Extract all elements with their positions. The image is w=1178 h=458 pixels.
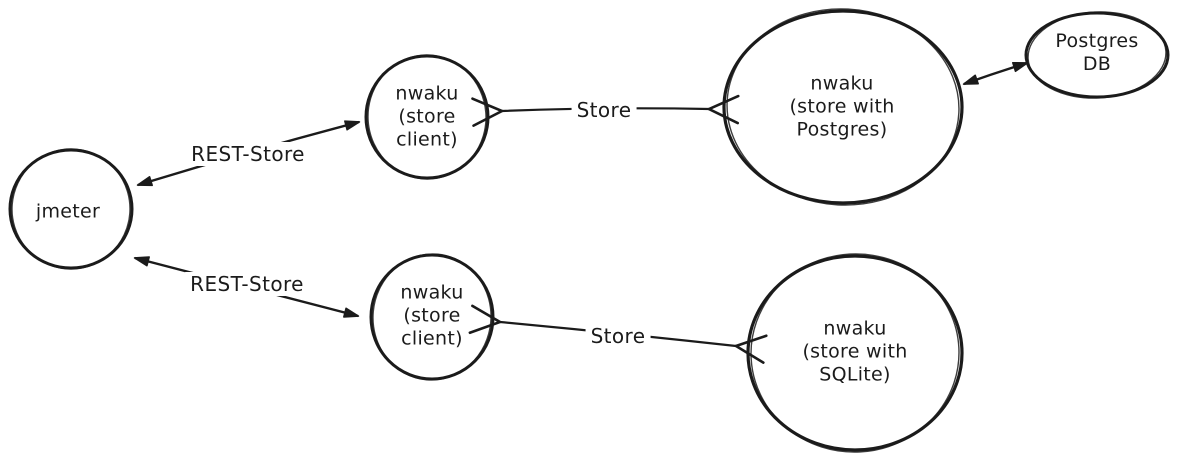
node-store-postgres-shape (722, 8, 964, 206)
arrow-rest-store-bottom (133, 256, 360, 318)
node-postgres-db-shape (1024, 11, 1170, 99)
node-store-client-top-shape (364, 54, 490, 180)
node-jmeter-shape (8, 148, 134, 270)
arrow-store-top (502, 108, 709, 111)
node-store-client-bottom-shape (369, 253, 495, 381)
node-store-sqlite-shape (746, 253, 964, 453)
arrow-rest-store-top (136, 120, 361, 187)
arrow-store-bottom (500, 322, 736, 346)
arrow-postgres-db-link (962, 61, 1029, 86)
